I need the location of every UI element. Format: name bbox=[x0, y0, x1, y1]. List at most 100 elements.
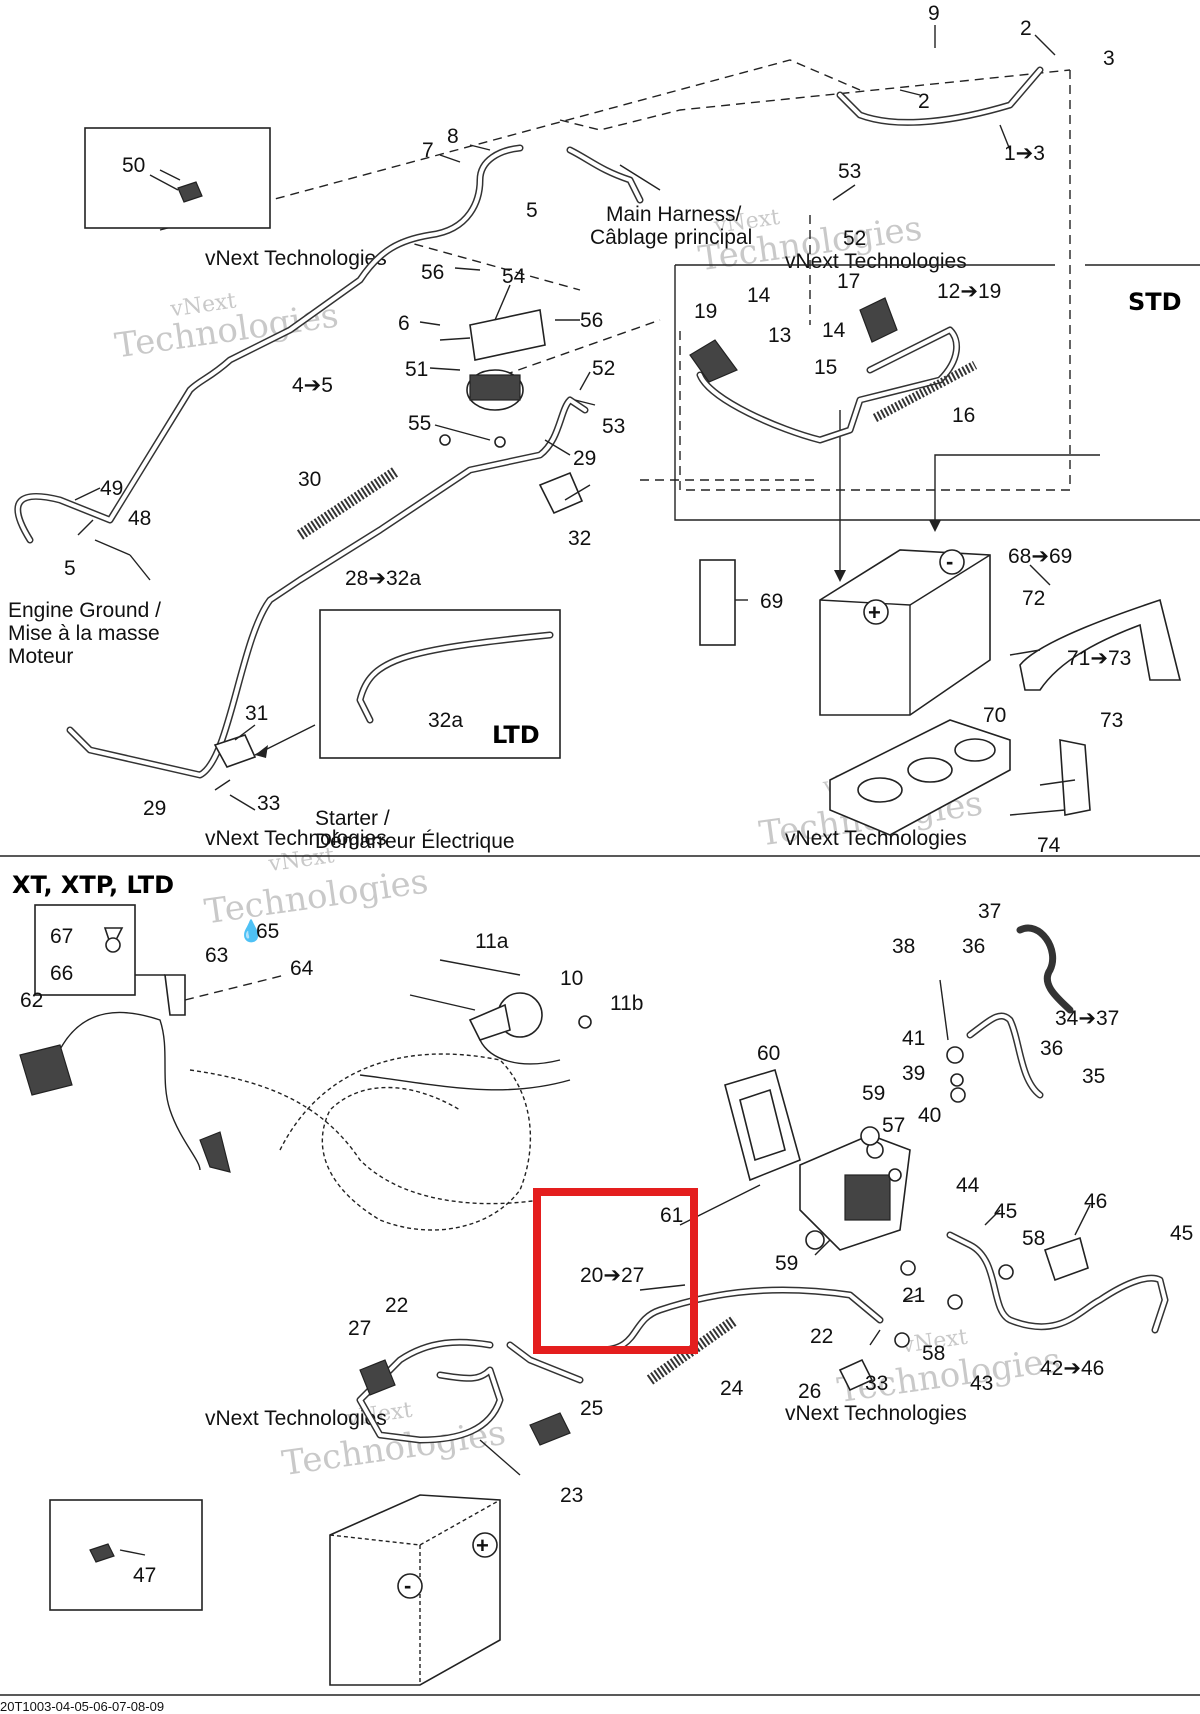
callout: 69 bbox=[760, 590, 783, 613]
callout: 72 bbox=[1022, 587, 1045, 610]
top-cables bbox=[14, 66, 1044, 779]
callout: 32 bbox=[568, 527, 591, 550]
main-harness-label: Main Harness/ bbox=[606, 203, 742, 226]
callout: 30 bbox=[298, 468, 321, 491]
callouts-top: 9 2 3 2 1➔3 50 8 7 5 53 52 56 54 6 56 51… bbox=[64, 2, 1131, 857]
bottom-small-parts bbox=[359, 979, 1089, 1446]
callout: 36 bbox=[1040, 1037, 1063, 1060]
minus-symbol-icon: - bbox=[404, 1573, 411, 1598]
part-57-block bbox=[799, 1134, 911, 1251]
callout: 19 bbox=[694, 300, 717, 323]
starter-label-fr: Démarreur Électrique bbox=[315, 830, 515, 853]
callout: 55 bbox=[408, 412, 431, 435]
watermark-text: vNext Technologies bbox=[785, 250, 967, 273]
callout: 1➔3 bbox=[1004, 142, 1045, 165]
callout: 31 bbox=[245, 702, 268, 725]
callout: 41 bbox=[902, 1027, 925, 1050]
battery-strap bbox=[1009, 598, 1182, 816]
callout: 10 bbox=[560, 967, 583, 990]
callout: 23 bbox=[560, 1484, 583, 1507]
callout: 5 bbox=[526, 199, 538, 222]
boots bbox=[213, 297, 898, 768]
callout: 12➔19 bbox=[937, 280, 1001, 303]
starter-label: Starter / bbox=[315, 807, 390, 830]
callout: 61 bbox=[660, 1204, 683, 1227]
bottom-harness bbox=[19, 974, 571, 1231]
watermark-text: vNext Technologies bbox=[205, 1407, 387, 1430]
section-xt-xtp-ltd: XT, XTP, LTD bbox=[12, 871, 174, 899]
watermark-text: vNext Technologies bbox=[785, 1402, 967, 1425]
watermark-text: Technologies bbox=[202, 861, 430, 932]
callout: 40 bbox=[918, 1104, 941, 1127]
callout: 5 bbox=[64, 557, 76, 580]
callout: 17 bbox=[837, 270, 860, 293]
callout: 56 bbox=[580, 309, 603, 332]
bottom-cables bbox=[356, 924, 1169, 1444]
callout: 20➔27 bbox=[580, 1264, 644, 1287]
callout: 53 bbox=[838, 160, 861, 183]
callout: 65 bbox=[256, 920, 279, 943]
callout: 6 bbox=[398, 312, 410, 335]
callout: 53 bbox=[602, 415, 625, 438]
part-47-box bbox=[49, 1499, 203, 1611]
callouts-bottom: 67 66 💧 65 63 64 62 11a 10 11b 37 38 36 … bbox=[20, 900, 1193, 1587]
part-69-box bbox=[699, 559, 748, 646]
callout: 68➔69 bbox=[1008, 545, 1072, 568]
callout: 43 bbox=[970, 1372, 993, 1395]
callout: 27 bbox=[348, 1317, 371, 1340]
callout: 59 bbox=[862, 1082, 885, 1105]
part-60-plate bbox=[724, 1068, 801, 1182]
callout: 11b bbox=[610, 992, 643, 1015]
callout: 22 bbox=[810, 1325, 833, 1348]
callout: 21 bbox=[902, 1284, 925, 1307]
battery-tray-70 bbox=[829, 719, 1011, 836]
ltd-inset bbox=[254, 609, 561, 759]
callout: 74 bbox=[1037, 834, 1061, 857]
engine-ground-label-fr2: Moteur bbox=[8, 645, 73, 668]
callout: 25 bbox=[580, 1397, 603, 1420]
callout: 47 bbox=[133, 1564, 156, 1587]
minus-symbol-icon: - bbox=[946, 549, 953, 574]
plus-symbol-icon: + bbox=[868, 600, 881, 625]
callout: 36 bbox=[962, 935, 985, 958]
plus-symbol-icon: + bbox=[476, 1533, 489, 1558]
callout: 59 bbox=[775, 1252, 798, 1275]
callout: 62 bbox=[20, 989, 43, 1012]
part-67-66-box bbox=[34, 904, 165, 996]
callout: 67 bbox=[50, 925, 73, 948]
callout: 4➔5 bbox=[292, 374, 333, 397]
callout: 3 bbox=[1103, 47, 1115, 70]
callout: 34➔37 bbox=[1055, 1007, 1119, 1030]
callout: 52 bbox=[592, 357, 615, 380]
callout: 66 bbox=[50, 962, 73, 985]
callout: 45 bbox=[1170, 1222, 1193, 1245]
section-std: STD bbox=[1128, 288, 1182, 316]
callout: 32a bbox=[428, 709, 463, 732]
callout: 33 bbox=[257, 792, 280, 815]
callout: 64 bbox=[290, 957, 314, 980]
callout: 29 bbox=[573, 447, 596, 470]
figure-code: 20T1003-04-05-06-07-08-09 bbox=[0, 1699, 164, 1714]
watermark-text: vNext Technologies bbox=[205, 247, 387, 270]
callout: 42➔46 bbox=[1040, 1357, 1104, 1380]
callout: 33 bbox=[865, 1372, 888, 1395]
solenoid-51 bbox=[439, 309, 546, 448]
callout: 54 bbox=[502, 265, 526, 288]
callout: 13 bbox=[768, 324, 791, 347]
callout: 16 bbox=[952, 404, 975, 427]
callout: 52 bbox=[843, 227, 866, 250]
callout: 29 bbox=[143, 797, 166, 820]
callout: 48 bbox=[128, 507, 151, 530]
callout: 60 bbox=[757, 1042, 780, 1065]
callout: 56 bbox=[421, 261, 444, 284]
battery-std: + - bbox=[819, 549, 991, 716]
callout: 2 bbox=[1020, 17, 1032, 40]
callout: 73 bbox=[1100, 709, 1123, 732]
engine-ground-label-fr: Mise à la masse bbox=[8, 622, 160, 645]
callout: 38 bbox=[892, 935, 915, 958]
engine-ground-label: Engine Ground / bbox=[8, 599, 161, 622]
callout: 58 bbox=[1022, 1227, 1045, 1250]
callout: 45 bbox=[994, 1200, 1017, 1223]
callout: 39 bbox=[902, 1062, 925, 1085]
